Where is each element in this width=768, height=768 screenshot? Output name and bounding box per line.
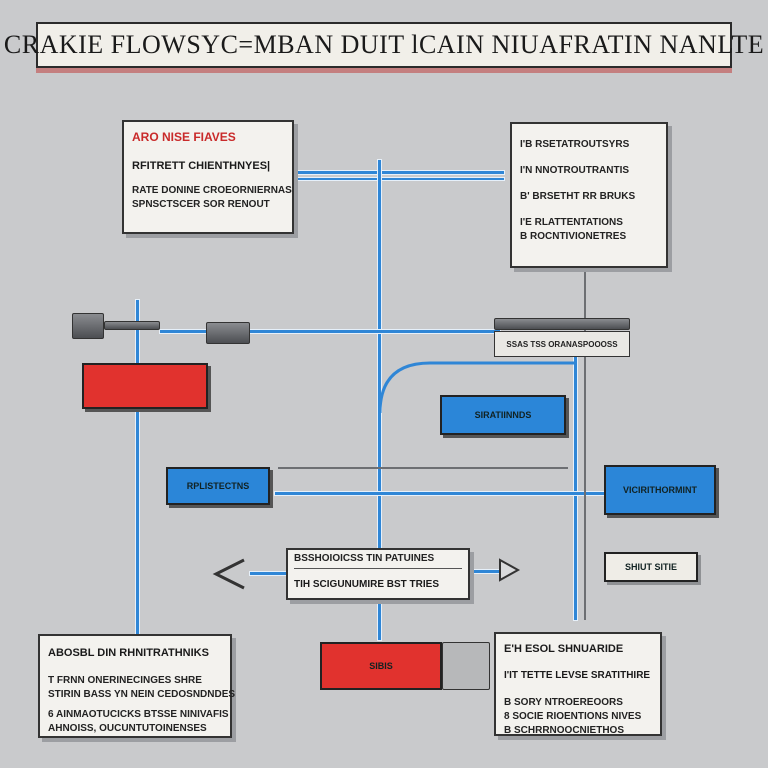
card-line: B SORY NTROEREOORS [504,697,623,708]
card-line: I'E RLATTENTATIONS [520,217,623,228]
wire-left-vertical [136,300,139,640]
chevron-left-icon[interactable] [212,558,248,590]
card-subheading: RFITRETT CHIENTHNYES| [132,160,271,172]
wire-lower-horizontal [275,492,605,495]
connector-rod-left [104,321,160,330]
card-heading: E'H ESOL SHNUARIDE [504,643,624,655]
wire-mid-horizontal [160,330,500,333]
info-card-top-left: ARO NISE FIAVES RFITRETT CHIENTHNYES| RA… [122,120,294,234]
info-card-bottom-right: E'H ESOL SHNUARIDE I'IT TETTE LEVSE SRAT… [494,632,662,736]
info-card-bottom-left: ABOSBL DIN RHNITRATHNIKS T FRNN ONERINEC… [38,634,236,738]
card-line: I'B RSETATROUTSYRS [520,139,630,150]
connector-plate: SSAS TSS ORANASPOOOSS [494,331,630,357]
wire-top-horizontal [292,171,504,174]
card-heading: ABOSBL DIN RHNITRATHNIKS [48,647,209,659]
chevron-right-icon[interactable] [498,558,522,582]
card-line: 8 SOCIE RIOENTIONS NIVES [504,711,642,722]
center-process-box[interactable]: BSSHOIOICSS TIN PATUINES TIH SCIGUNUMIRE… [286,548,470,600]
connector-plug-left [72,313,104,339]
process-node-blue-top[interactable]: SIRATIINNDS [440,395,566,435]
card-line: B ROCNTIVIONETRES [520,231,627,242]
process-node-red-bottom[interactable]: SIBIS [320,642,442,690]
process-node-blue-right[interactable]: VICIRITHORMINT [604,465,716,515]
wire-top-horizontal-2 [292,178,504,180]
curved-wire [378,361,576,414]
process-node-red-left[interactable] [82,363,208,409]
card-line: B SCHRRNOOCNIETHOS [504,725,625,736]
red-node-cap [442,642,490,690]
card-line: I'N NNOTROUTRANTIS [520,165,630,176]
wire-center-right-stub [470,570,500,573]
card-subheading: I'IT TETTE LEVSE SRATITHIRE [504,670,651,681]
diagram-title-bar: CRAKIE FLOWSYC=MBAN DUIT lCAIN NIUAFRATI… [4,22,764,68]
center-box-text: TIH SCIGUNUMIRE BST TRIES [294,579,440,590]
wire-right-vertical [574,355,577,620]
card-line: B' BRSETHT RR BRUKS [520,191,636,202]
card-line: SPNSCTSCER SOR RENOUT [132,199,270,210]
wire-center-left-stub [250,572,286,575]
wire-grey-horizontal [278,467,568,469]
tag-node-right[interactable]: SHIUT SITIE [604,552,698,582]
card-line: T FRNN ONERINECINGES SHRE [48,675,202,686]
center-box-label: BSSHOIOICSS TIN PATUINES [294,552,462,569]
card-line: AHNOISS, OUCUNTUTOINENSES [48,723,207,734]
card-line: 6 AINMAOTUCICKS BTSSE NINIVAFIS [48,709,229,720]
connector-right-bar [494,318,630,330]
card-line: RATE DONINE CROEORNIERNAS [132,185,292,196]
wire-grey-right-vertical [584,260,586,620]
process-node-blue-left[interactable]: RPLISTECTNS [166,467,270,505]
card-heading: ARO NISE FIAVES [132,130,236,144]
card-line: STIRIN BASS YN NEIN CEDOSNDNDES [48,689,236,700]
diagram-title: CRAKIE FLOWSYC=MBAN DUIT lCAIN NIUAFRATI… [3,30,765,59]
info-card-top-right: I'B RSETATROUTSYRS I'N NNOTROUTRANTIS B'… [510,122,668,268]
connector-middle [206,322,250,344]
